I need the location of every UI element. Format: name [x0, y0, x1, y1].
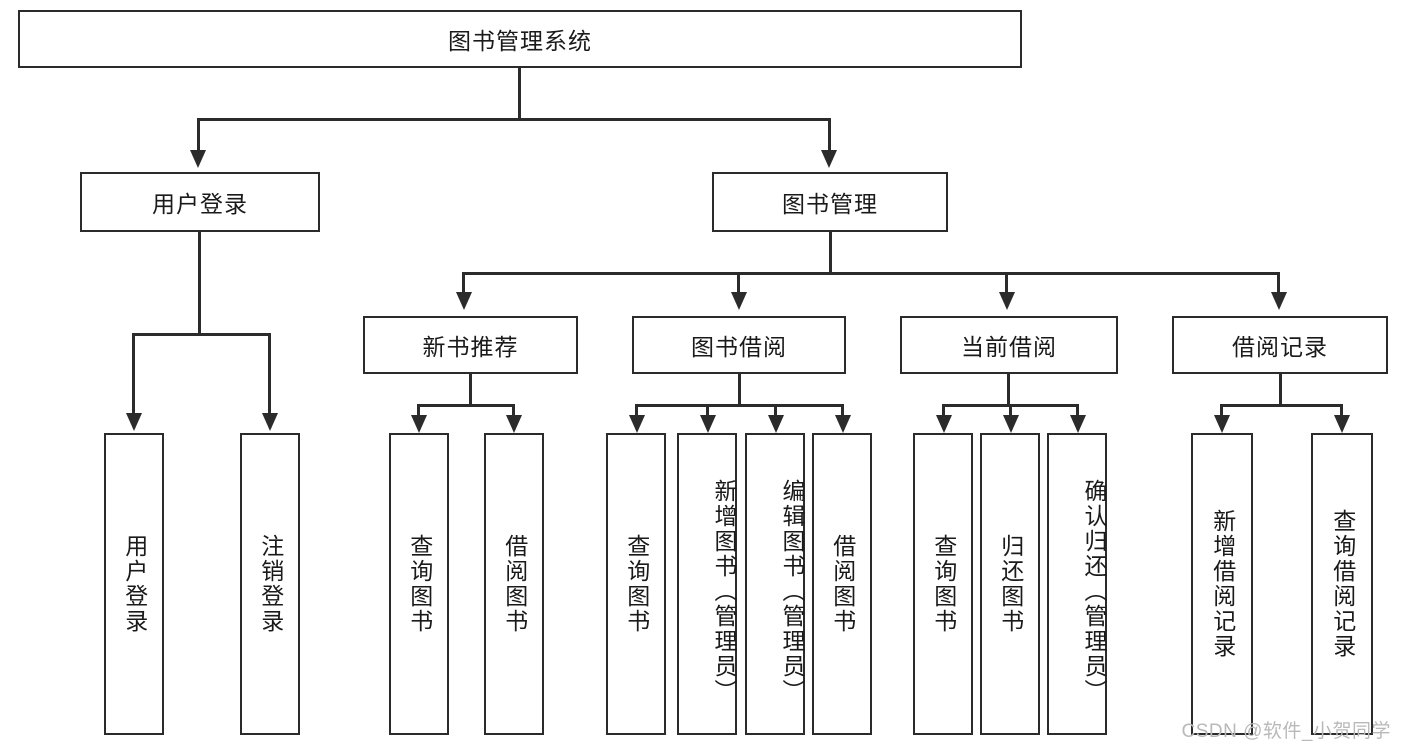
connector-user-login-drop-1	[132, 333, 135, 415]
connector-root-bar	[197, 118, 831, 121]
node-new-book-recommend[interactable]: 新书推荐	[363, 316, 578, 374]
arrow-to-leaf-br-query	[1334, 415, 1350, 433]
node-borrow-record[interactable]: 借阅记录	[1172, 316, 1388, 374]
node-label: 注销登录	[257, 534, 284, 634]
connector-book-borrow-bar	[635, 404, 844, 407]
arrow-to-leaf-bb-query	[629, 415, 645, 433]
connector-bb-drop-1	[635, 404, 638, 417]
connector-root-to-book-manage	[828, 118, 831, 152]
connector-to-book-borrow	[737, 272, 740, 294]
node-label: 归还图书	[997, 534, 1024, 634]
node-label: 确认归还（管理员）	[1081, 478, 1107, 704]
node-label: 查询图书	[623, 534, 650, 634]
connector-root-stem	[518, 68, 521, 120]
arrow-to-leaf-cb-query	[936, 415, 952, 433]
arrow-to-leaf-cb-return	[1003, 415, 1019, 433]
connector-bb-drop-2	[706, 404, 709, 417]
arrow-to-leaf-bb-add	[700, 415, 716, 433]
connector-to-borrow-record	[1277, 272, 1280, 294]
node-book-management[interactable]: 图书管理	[712, 172, 948, 232]
node-label: 新书推荐	[422, 334, 519, 360]
leaf-user-login[interactable]: 用户登录	[104, 433, 164, 735]
arrow-to-current-borrow	[999, 292, 1015, 310]
arrow-root-to-book-manage	[821, 150, 837, 168]
arrow-to-leaf-cb-confirm	[1070, 415, 1086, 433]
node-label: 图书借阅	[691, 334, 787, 360]
leaf-br-add-record[interactable]: 新增借阅记录	[1191, 433, 1253, 735]
node-root-system[interactable]: 图书管理系统	[18, 10, 1022, 68]
connector-user-login-stem	[198, 232, 201, 336]
leaf-nb-query-book[interactable]: 查询图书	[389, 433, 449, 735]
node-label: 图书管理系统	[448, 28, 592, 54]
connector-br-drop-1	[1220, 404, 1223, 417]
node-user-login[interactable]: 用户登录	[80, 172, 320, 232]
connector-bb-drop-4	[841, 404, 844, 417]
arrow-to-borrow-record	[1271, 292, 1287, 310]
leaf-nb-borrow-book[interactable]: 借阅图书	[484, 433, 544, 735]
watermark: CSDN @软件_小贺同学	[1181, 721, 1391, 742]
node-label: 编辑图书（管理员）	[779, 478, 805, 704]
node-label: 查询图书	[406, 534, 433, 634]
node-label: 图书管理	[782, 191, 878, 217]
leaf-bb-query-book[interactable]: 查询图书	[606, 433, 666, 735]
connector-borrow-record-bar	[1220, 404, 1342, 407]
arrow-to-leaf-nb-query	[411, 415, 427, 433]
connector-new-book-drop-1	[417, 404, 420, 417]
node-label: 当前借阅	[961, 334, 1057, 360]
connector-cb-drop-2	[1009, 404, 1012, 417]
leaf-bb-edit-book-admin[interactable]: 编辑图书（管理员）	[745, 433, 805, 735]
connector-new-book-stem	[469, 374, 472, 406]
connector-user-login-bar	[132, 333, 270, 336]
arrow-to-book-borrow	[731, 292, 747, 310]
leaf-cb-return-book[interactable]: 归还图书	[980, 433, 1040, 735]
connector-to-current-borrow	[1005, 272, 1008, 294]
node-label: 借阅图书	[829, 534, 856, 634]
leaf-cb-confirm-return-admin[interactable]: 确认归还（管理员）	[1047, 433, 1107, 735]
arrow-to-leaf-nb-borrow	[506, 415, 522, 433]
arrow-root-to-user-login	[190, 150, 206, 168]
node-label: 借阅记录	[1232, 334, 1328, 360]
leaf-bb-borrow-book[interactable]: 借阅图书	[812, 433, 872, 735]
connector-to-new-book	[462, 272, 465, 294]
node-label: 查询图书	[930, 534, 957, 634]
connector-root-to-user-login	[197, 118, 200, 152]
leaf-br-query-record[interactable]: 查询借阅记录	[1311, 433, 1373, 735]
node-label: 新增借阅记录	[1209, 509, 1236, 659]
node-current-borrow[interactable]: 当前借阅	[900, 316, 1118, 374]
connector-cb-drop-3	[1076, 404, 1079, 417]
connector-bb-drop-3	[774, 404, 777, 417]
node-label: 用户登录	[152, 191, 248, 217]
connector-cb-drop-1	[942, 404, 945, 417]
arrow-to-new-book	[456, 292, 472, 310]
node-book-borrow[interactable]: 图书借阅	[632, 316, 846, 374]
node-label: 用户登录	[121, 534, 148, 634]
node-label: 新增图书（管理员）	[711, 478, 737, 704]
leaf-cb-query-book[interactable]: 查询图书	[913, 433, 973, 735]
connector-book-manage-bar	[462, 272, 1280, 275]
node-label: 查询借阅记录	[1329, 509, 1356, 659]
connector-new-book-drop-2	[512, 404, 515, 417]
arrow-to-leaf-bb-borrow	[835, 415, 851, 433]
arrow-to-leaf-br-add	[1214, 415, 1230, 433]
connector-book-borrow-stem	[738, 374, 741, 406]
arrow-to-leaf-bb-edit	[768, 415, 784, 433]
leaf-bb-add-book-admin[interactable]: 新增图书（管理员）	[677, 433, 737, 735]
connector-book-manage-stem	[829, 232, 832, 274]
connector-borrow-record-stem	[1279, 374, 1282, 406]
arrow-to-leaf-user-login	[126, 413, 142, 431]
connector-new-book-bar	[417, 404, 515, 407]
connector-user-login-drop-2	[268, 333, 271, 415]
connector-br-drop-2	[1340, 404, 1343, 417]
connector-current-borrow-stem	[1007, 374, 1010, 406]
node-label: 借阅图书	[501, 534, 528, 634]
leaf-logout[interactable]: 注销登录	[240, 433, 300, 735]
arrow-to-leaf-logout	[262, 413, 278, 431]
